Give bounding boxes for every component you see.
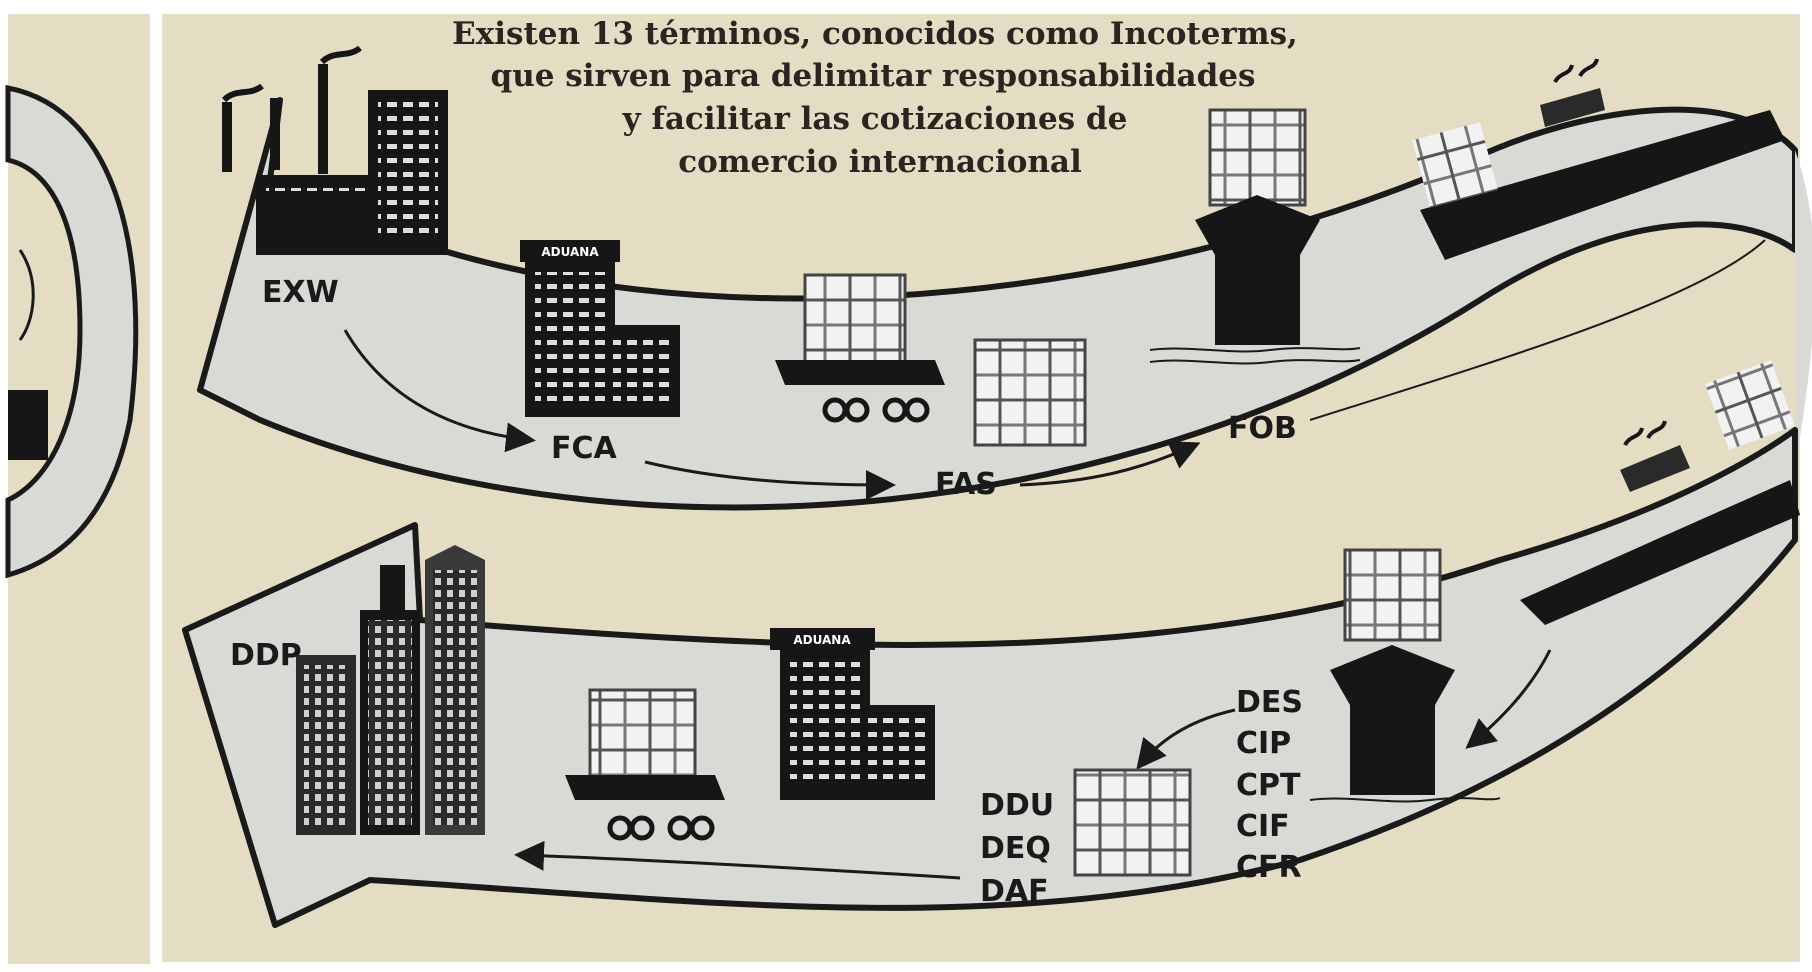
term-cif: CIF xyxy=(1236,809,1290,844)
term-fca: FCA xyxy=(551,431,618,466)
pallet-cart-bottom-icon xyxy=(565,688,725,841)
customs-building-bottom-icon: ADUANA xyxy=(770,628,935,800)
flow-arrow-fas-fob xyxy=(1019,441,1201,487)
crates-fas-icon xyxy=(973,338,1087,447)
title-line-3: y facilitar las cotizaciones de xyxy=(622,101,1128,137)
term-fob: FOB xyxy=(1228,411,1297,446)
flow-arrow-ship-cfr xyxy=(1465,649,1552,749)
customs-building-top-icon: ADUANA xyxy=(520,240,680,417)
title-line-4: comercio internacional xyxy=(678,144,1082,180)
flow-arrow-exw-fca xyxy=(343,329,536,453)
title-line-1: Existen 13 términos, conocidos como Inco… xyxy=(452,16,1298,52)
flow-arrow-des-ddu xyxy=(1136,708,1236,770)
cargo-ship-bottom-icon xyxy=(1520,360,1800,625)
factory-icon xyxy=(221,45,448,255)
flow-arrow-daf-ddp xyxy=(514,840,961,880)
pallet-cart-top-icon xyxy=(775,273,945,423)
u-turn-curve xyxy=(1795,150,1812,470)
term-ddp: DDP xyxy=(230,638,302,673)
skyscrapers-ddp-icon xyxy=(296,545,485,835)
term-exw: EXW xyxy=(262,275,339,310)
term-fas: FAS xyxy=(935,467,997,502)
customs-sign-top: ADUANA xyxy=(541,245,599,259)
term-cip: CIP xyxy=(1236,726,1291,761)
crates-ddu-icon xyxy=(1073,768,1192,877)
ship-bow-fob-icon xyxy=(1149,108,1361,365)
term-ddu: DDU xyxy=(980,788,1054,823)
term-daf: DAF xyxy=(980,874,1049,909)
cargo-ship-top-icon xyxy=(1412,58,1785,260)
customs-sign-bottom: ADUANA xyxy=(793,633,851,647)
ship-bow-bottom-icon xyxy=(1309,548,1501,803)
term-cfr: CFR xyxy=(1236,850,1302,885)
term-cpt: CPT xyxy=(1236,768,1301,803)
flow-arrow-fca-fas xyxy=(644,460,896,500)
flow-arrow-sea xyxy=(1309,239,1766,421)
title: Existen 13 términos, conocidos como Inco… xyxy=(452,16,1298,180)
term-des: DES xyxy=(1236,685,1303,720)
term-deq: DEQ xyxy=(980,831,1051,866)
title-line-2: que sirven para delimitar responsabilida… xyxy=(491,58,1256,94)
partial-arrow-left xyxy=(5,84,139,579)
